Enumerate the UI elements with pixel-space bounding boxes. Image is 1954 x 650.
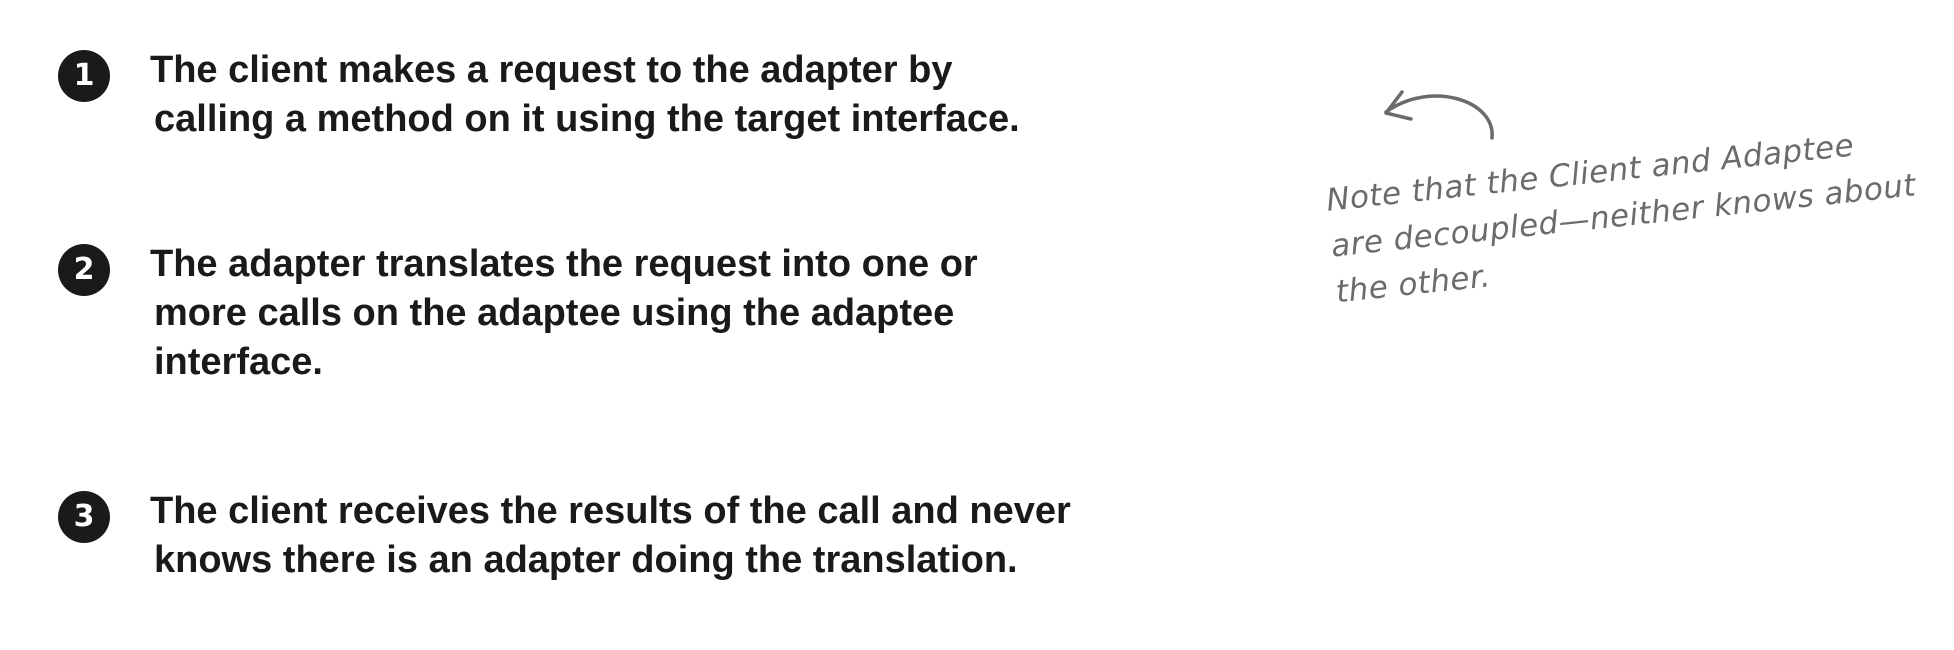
step-text-line: The client receives the results of the c… — [150, 490, 1071, 532]
step-text-line: The client makes a request to the adapte… — [150, 49, 953, 91]
step-description: The client makes a request to the adapte… — [150, 46, 1210, 144]
step-description: The adapter translates the request into … — [150, 240, 1210, 387]
step-text-line: The adapter translates the request into … — [150, 243, 978, 285]
handwritten-annotation: Note that the Client and Adaptee are dec… — [1310, 82, 1918, 362]
step-text-line: interface. — [154, 341, 323, 383]
step-text-line: calling a method on it using the target … — [154, 98, 1020, 140]
curved-arrow-icon — [1384, 90, 1494, 140]
step-text-line: more calls on the adaptee using the adap… — [154, 292, 955, 334]
step-number-badge: 2 — [58, 244, 110, 296]
step-number-badge: 3 — [58, 491, 110, 543]
step-text-line: knows there is an adapter doing the tran… — [154, 539, 1018, 581]
step-number-badge: 1 — [58, 50, 110, 102]
step-description: The client receives the results of the c… — [150, 487, 1210, 585]
